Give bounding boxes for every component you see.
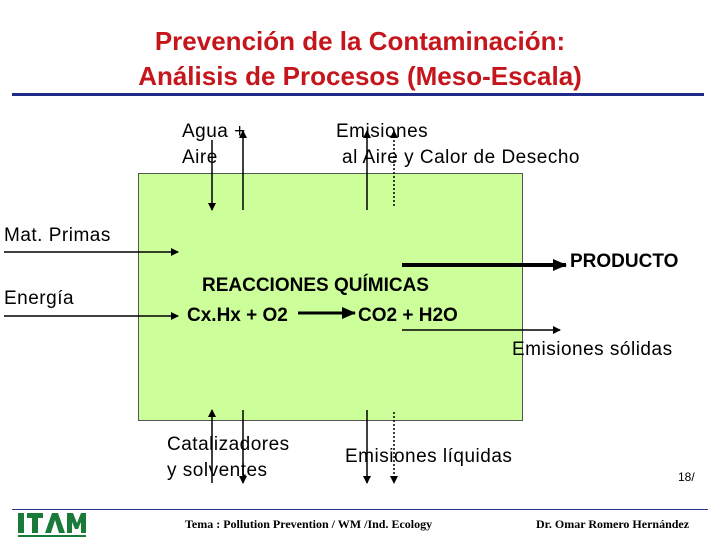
air-emissions-label-line-2: al Aire y Calor de Desecho (342, 147, 580, 168)
water-air-label-line-2: Aire (182, 147, 218, 168)
products-text: CO2 + H2O (358, 305, 458, 326)
footer-author: Dr. Omar Romero Hernández (536, 517, 690, 531)
slide-title-line-2: Análisis de Procesos (Meso-Escala) (138, 61, 582, 91)
solid-emissions-label: Emisiones sólidas (512, 339, 673, 360)
catalysts-label-line-1: Catalizadores (167, 434, 290, 455)
page-number: 18/ (678, 470, 695, 484)
itam-logo (16, 511, 88, 539)
catalysts-label-line-2: y solventes (167, 460, 268, 481)
footer-divider (12, 509, 708, 510)
footer-topic: Tema : Pollution Prevention / WM /Ind. E… (185, 517, 433, 531)
water-air-label-line-1: Agua + (182, 121, 246, 142)
liquid-emissions-label: Emisiones líquidas (345, 446, 513, 467)
reactants-text: Cx.Hx + O2 (187, 305, 288, 326)
title-underline (12, 93, 704, 96)
slide-title-line-1: Prevención de la Contaminación: (154, 26, 566, 56)
process-box (138, 173, 523, 421)
energy-label: Energía (4, 288, 75, 309)
reactions-title: REACCIONES QUÍMICAS (202, 275, 429, 296)
raw-materials-label: Mat. Primas (4, 225, 111, 246)
air-emissions-label-line-1: Emisiones (336, 121, 429, 142)
product-label: PRODUCTO (570, 251, 679, 272)
